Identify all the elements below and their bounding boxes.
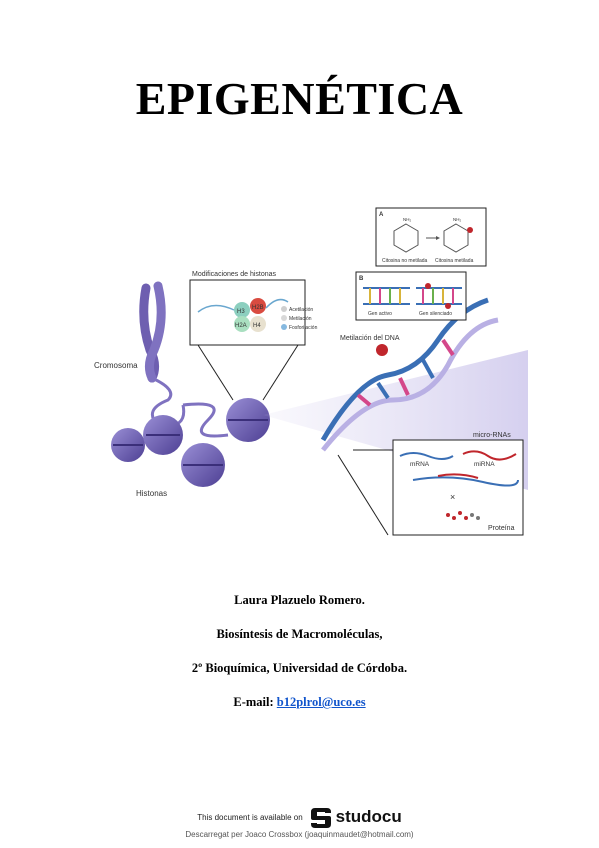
author-block: Laura Plazuelo Romero. Biosíntesis de Ma… xyxy=(0,593,599,729)
legend-acetilacion: Acetilación xyxy=(289,307,313,313)
label-nh2-right: NH₂ xyxy=(453,217,461,222)
footer: This document is available on studocu xyxy=(0,805,599,829)
legend-metilacion: Metilación xyxy=(289,316,312,322)
dna-helix xyxy=(320,297,499,452)
nucleosome-group xyxy=(111,398,270,487)
email-line: E-mail: b12plrol@uco.es xyxy=(0,695,599,710)
institution: 2º Bioquímica, Universidad de Córdoba. xyxy=(191,661,408,675)
label-panel-a: A xyxy=(379,212,384,218)
label-nh2-left: NH₂ xyxy=(403,217,411,222)
svg-text:×: × xyxy=(450,492,455,502)
epigenetics-illustration: Cromosoma Histonas Modificaciones de his… xyxy=(94,207,528,536)
email-label: E-mail: xyxy=(233,695,274,709)
label-mrna: mRNA xyxy=(410,461,430,468)
label-h2b: H2B xyxy=(252,305,264,311)
label-metilacion-dna: Metilación del DNA xyxy=(340,335,400,342)
label-cromosoma: Cromosoma xyxy=(94,361,138,370)
label-citosina-no-metilada: Citosina no metilada xyxy=(382,258,428,264)
available-text: This document is available on xyxy=(197,812,303,822)
label-proteina: Proteína xyxy=(488,525,515,532)
label-modificaciones: Modificaciones de histonas xyxy=(192,271,277,278)
label-micro-rnas: micro-RNAs xyxy=(473,432,511,439)
label-h3: H3 xyxy=(237,309,245,315)
label-mirna: miRNA xyxy=(474,461,495,468)
label-citosina-metilada: Citosina metilada xyxy=(435,258,474,264)
studocu-logo-icon xyxy=(310,808,331,828)
label-h2a: H2A xyxy=(235,323,247,329)
studocu-logo[interactable]: studocu xyxy=(310,805,402,829)
chromosome-icon xyxy=(139,281,166,383)
document-title: EPIGENÉTICA xyxy=(135,73,464,124)
studocu-brand: studocu xyxy=(335,807,402,826)
email-link[interactable]: b12plrol@uco.es xyxy=(276,695,366,709)
label-h4: H4 xyxy=(253,323,261,329)
download-attribution: Descarregat per Joaco Crossbox (joaquinm… xyxy=(185,830,414,839)
label-panel-b: B xyxy=(359,276,364,282)
legend-fosforilacion: Fosforilación xyxy=(289,325,318,331)
label-gen-activo: Gen activo xyxy=(368,311,392,317)
author-name: Laura Plazuelo Romero. xyxy=(234,593,365,607)
label-histonas: Histonas xyxy=(136,489,167,498)
course-name: Biosíntesis de Macromoléculas, xyxy=(216,627,383,641)
label-gen-silenciado: Gen silenciado xyxy=(419,311,452,317)
